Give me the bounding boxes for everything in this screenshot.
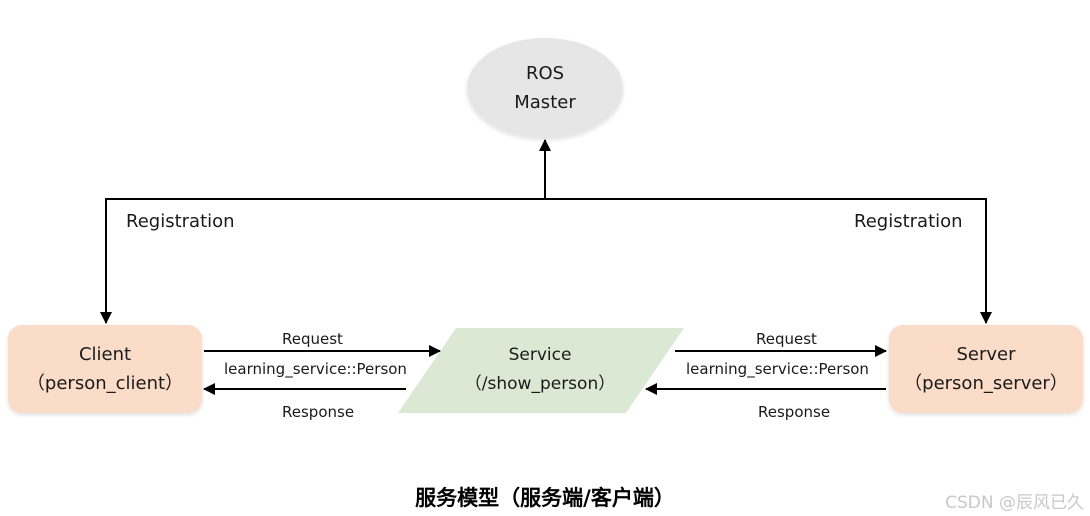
master-label: ROS Master [485, 59, 605, 117]
server-node [889, 325, 1083, 413]
master-label-line1: ROS [525, 63, 565, 84]
watermark: CSDN @辰风已久 [945, 493, 1084, 513]
registration-left-label: Registration [126, 211, 235, 232]
registration-left-arrow [100, 198, 545, 324]
left-response-label: Response [282, 403, 355, 421]
server-label-line2: （person_server） [904, 373, 1068, 394]
master-node [467, 38, 623, 138]
client-label-line1: Client [78, 344, 132, 365]
service-label-line1: Service [508, 345, 572, 365]
service-node [398, 328, 684, 413]
right-message-label: learning_service::Person [686, 360, 869, 378]
client-label: Client （person_client） [8, 340, 202, 398]
figure-caption: 服务模型（服务端/客户端） [415, 486, 675, 510]
right-response-label: Response [758, 403, 831, 421]
server-label-line1: Server [956, 344, 1016, 365]
left-request-label: Request [282, 330, 343, 348]
registration-right-arrow [545, 198, 992, 324]
left-message-label: learning_service::Person [224, 360, 407, 378]
service-label: Service （/show_person） [440, 341, 640, 399]
client-node [8, 325, 202, 413]
registration-right-label: Registration [854, 211, 963, 232]
server-label: Server （person_server） [889, 340, 1083, 398]
right-request-label: Request [756, 330, 817, 348]
service-label-line2: （/show_person） [464, 374, 616, 394]
master-label-line2: Master [514, 92, 576, 113]
client-label-line2: （person_client） [26, 373, 184, 394]
